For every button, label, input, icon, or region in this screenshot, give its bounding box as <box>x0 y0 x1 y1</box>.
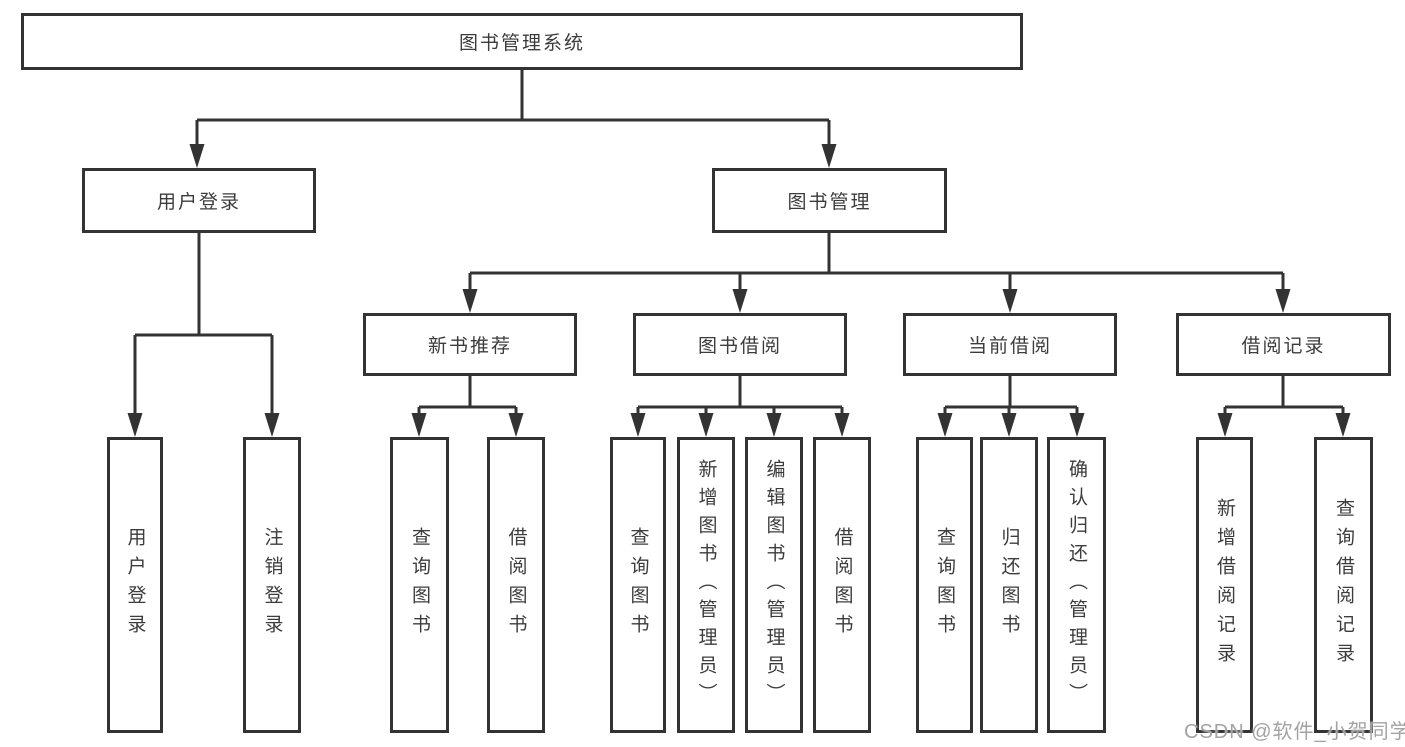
leaf-user-login: 用户登录 <box>107 437 163 733</box>
node-library-system-label: 图书管理系统 <box>458 33 585 54</box>
node-current-borrow: 当前借阅 <box>903 313 1117 376</box>
node-borrow-record: 借阅记录 <box>1176 313 1391 376</box>
leaf-query-books-2: 查询图书 <box>610 437 666 733</box>
leaf-edit-books-admin-label: 编辑图书（管理员） <box>763 459 785 711</box>
node-user-login-label: 用户登录 <box>156 192 241 213</box>
leaf-add-books-admin-label: 新增图书（管理员） <box>695 459 717 711</box>
leaf-return-books: 归还图书 <box>980 437 1038 733</box>
node-book-borrow-label: 图书借阅 <box>697 336 782 357</box>
leaf-add-books-admin: 新增图书（管理员） <box>677 437 735 733</box>
arrowheads <box>127 144 1351 437</box>
leaf-logout: 注销登录 <box>243 437 301 733</box>
leaf-query-borrow-record: 查询借阅记录 <box>1314 437 1373 733</box>
leaf-query-books-1-label: 查询图书 <box>409 527 430 643</box>
leaf-query-borrow-record-label: 查询借阅记录 <box>1333 498 1354 672</box>
node-current-borrow-label: 当前借阅 <box>967 336 1052 357</box>
leaf-edit-books-admin: 编辑图书（管理员） <box>745 437 803 733</box>
node-new-book-recommend: 新书推荐 <box>363 313 577 376</box>
leaf-logout-label: 注销登录 <box>261 527 283 643</box>
leaf-confirm-return-admin: 确认归还（管理员） <box>1047 437 1106 733</box>
node-book-management: 图书管理 <box>712 168 947 233</box>
leaf-borrow-books-1: 借阅图书 <box>487 437 545 733</box>
node-library-system: 图书管理系统 <box>21 13 1023 70</box>
leaf-return-books-label: 归还图书 <box>998 527 1020 643</box>
node-book-borrow: 图书借阅 <box>633 313 847 376</box>
leaf-borrow-books-2-label: 借阅图书 <box>831 527 853 643</box>
node-new-book-recommend-label: 新书推荐 <box>427 336 512 357</box>
leaf-confirm-return-admin-label: 确认归还（管理员） <box>1066 459 1087 711</box>
csdn-watermark: CSDN @软件_小贺同学 <box>1184 721 1405 743</box>
leaf-query-books-3-label: 查询图书 <box>934 527 955 643</box>
node-book-management-label: 图书管理 <box>787 192 872 213</box>
leaf-borrow-books-1-label: 借阅图书 <box>505 527 527 643</box>
node-user-login: 用户登录 <box>82 168 316 233</box>
leaf-query-books-3: 查询图书 <box>916 437 973 733</box>
leaf-add-borrow-record-label: 新增借阅记录 <box>1214 498 1235 672</box>
leaf-query-books-2-label: 查询图书 <box>627 527 649 643</box>
leaf-user-login-label: 用户登录 <box>124 527 146 643</box>
node-borrow-record-label: 借阅记录 <box>1241 336 1326 357</box>
leaf-query-books-1: 查询图书 <box>390 437 449 733</box>
leaf-borrow-books-2: 借阅图书 <box>813 437 871 733</box>
leaf-add-borrow-record: 新增借阅记录 <box>1196 437 1253 733</box>
